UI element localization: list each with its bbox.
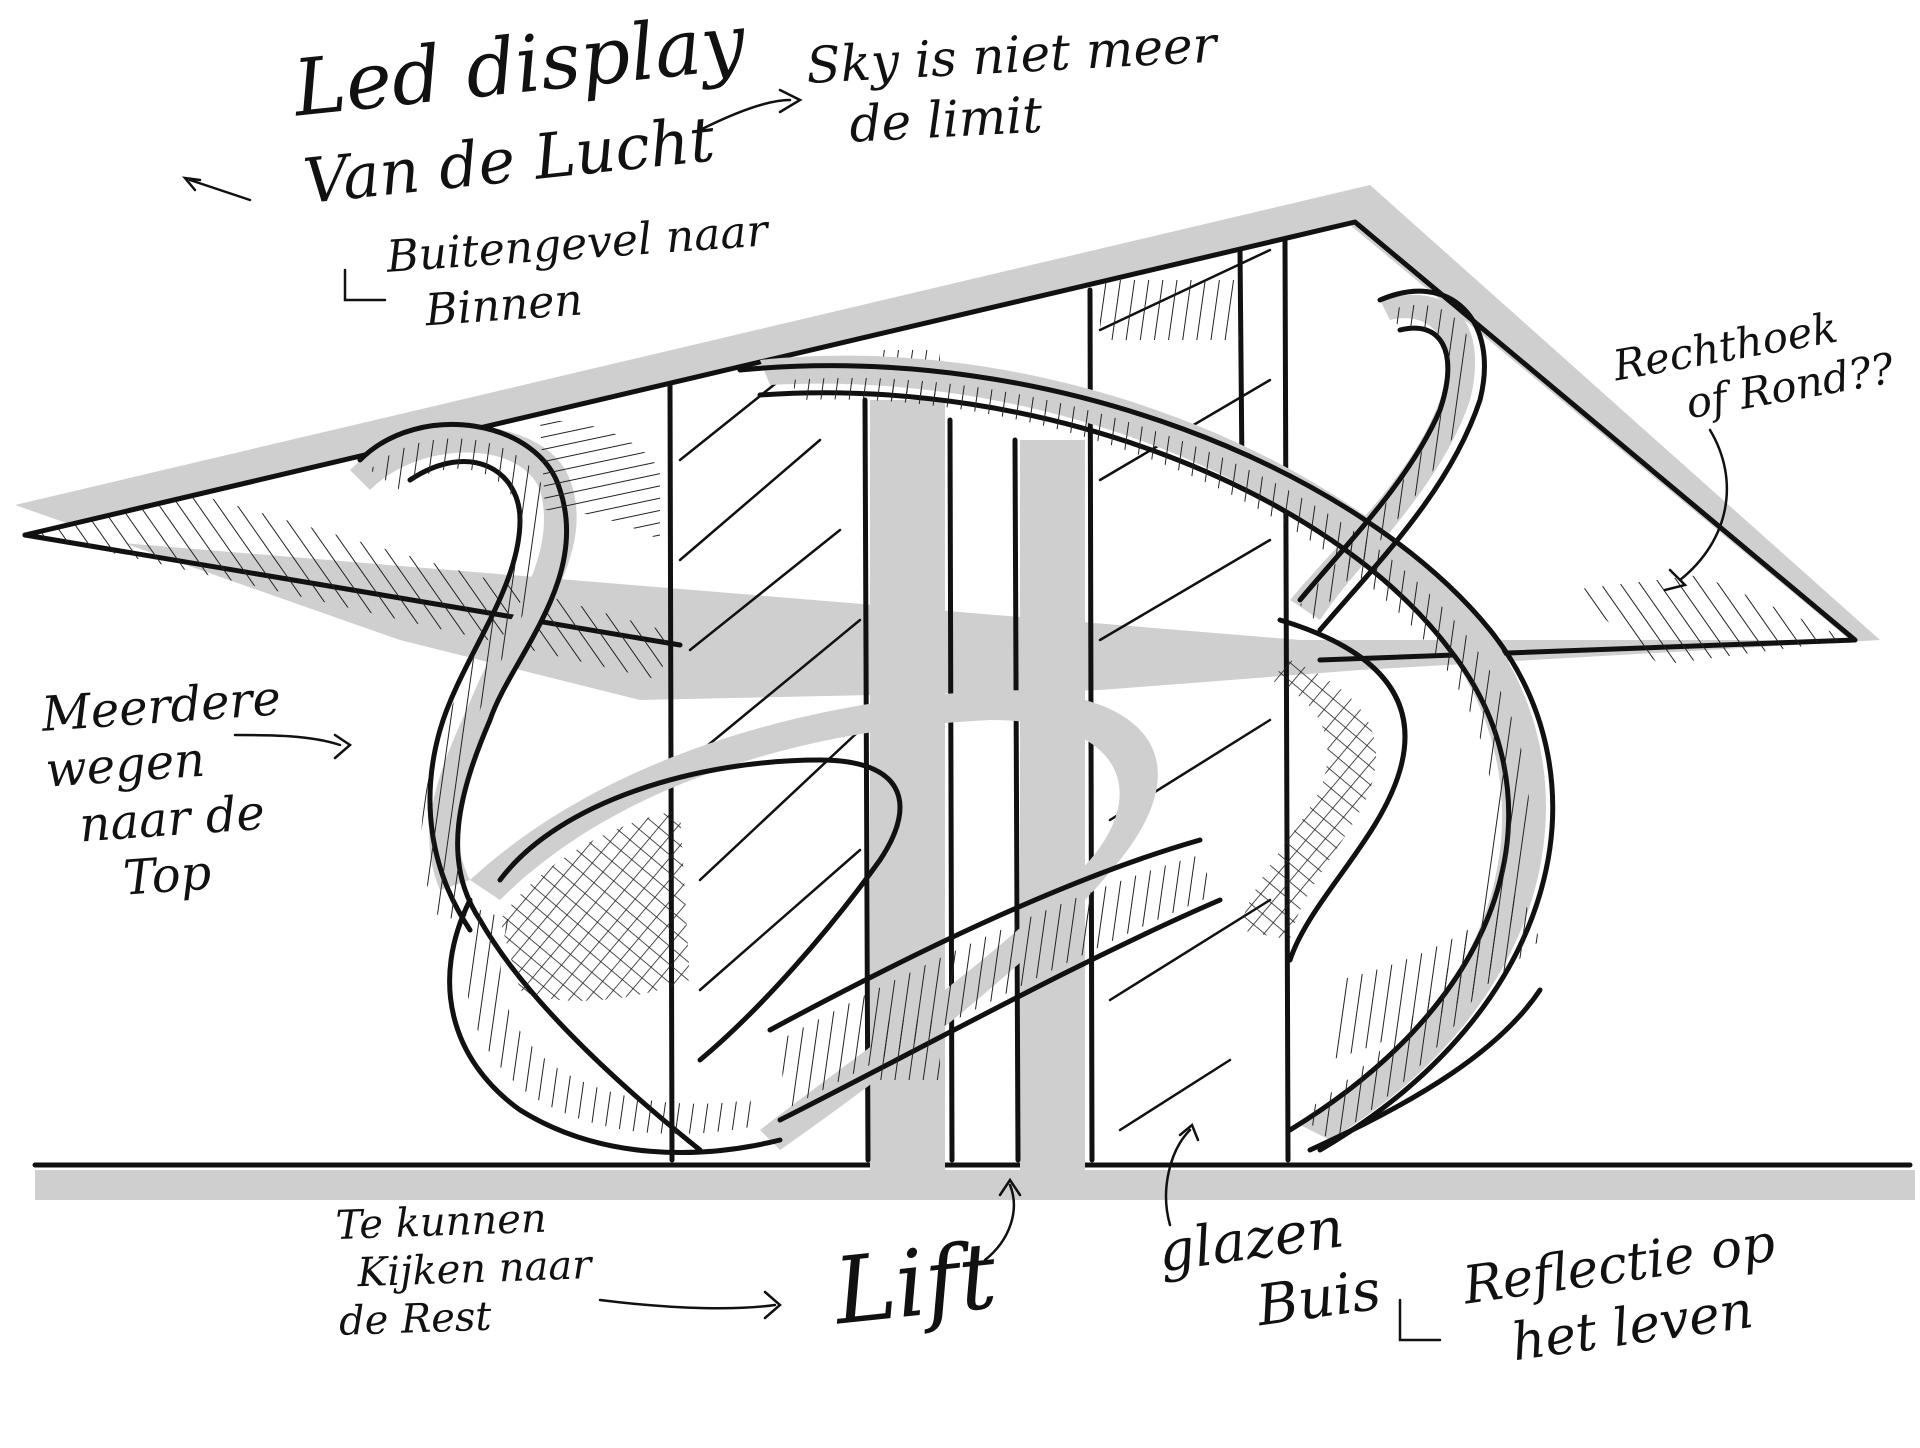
annotation-glazen-buis: glazen Buis [1154,1195,1384,1349]
annotation-kijken-line1: Te kunnen [334,1195,548,1249]
annotation-meerdere-wegen: Meerdere wegen naar de Top [40,670,294,909]
annotation-meerdere-line3: naar de [77,784,267,854]
annotation-lift: Lift [829,1222,1002,1346]
ground-line [32,1162,1915,1200]
annotation-sky-limit: Sky is niet meer de limit [805,16,1221,154]
roof-plane [15,185,1880,700]
annotation-lift-text: Lift [829,1222,1002,1346]
annotation-kijken-line3: de Rest [338,1293,493,1345]
spiral-ramps [350,288,1556,1155]
annotation-kijken: Te kunnen Kijken naar de Rest [334,1195,594,1345]
leader-arrows [181,88,1729,1342]
annotation-kijken-line2: Kijken naar [356,1242,593,1297]
